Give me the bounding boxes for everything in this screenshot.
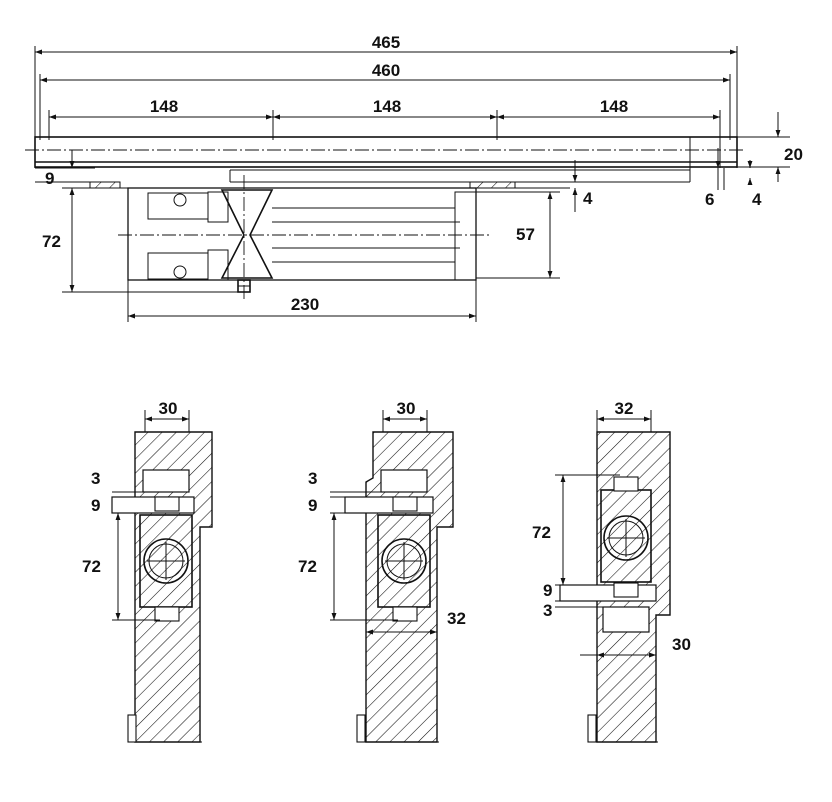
top-view: 465 460 148 148 148 20 6 4 9 (25, 33, 803, 322)
sec-b-width-top: 30 (397, 399, 416, 418)
dim-segment-right: 148 (600, 97, 628, 116)
dim-height-right: 20 (784, 145, 803, 164)
dim-overall-length: 465 (372, 33, 400, 52)
closer-body (127, 187, 477, 281)
sec-c-width-top: 32 (615, 399, 634, 418)
dim-mount-height: 57 (516, 225, 535, 244)
sec-b-body-height: 72 (298, 557, 317, 576)
dim-segment-left: 148 (150, 97, 178, 116)
dim-rail-length: 460 (372, 61, 400, 80)
sec-b-width-bottom: 32 (447, 609, 466, 628)
section-view-a: 30 3 9 72 (82, 399, 213, 743)
dim-end-offset-b: 4 (752, 190, 762, 209)
dim-offset-left: 9 (45, 169, 54, 188)
sec-b-gap: 3 (308, 469, 317, 488)
slide-rail (34, 136, 738, 168)
sec-c-offset: 9 (543, 581, 552, 600)
sec-a-body-height: 72 (82, 557, 101, 576)
dim-segment-middle: 148 (373, 97, 401, 116)
section-view-c: 32 72 9 3 30 (532, 399, 691, 743)
sec-a-gap: 3 (91, 469, 100, 488)
pinion-cam (220, 189, 274, 279)
sec-a-offset: 9 (91, 496, 100, 515)
sec-a-width-top: 30 (159, 399, 178, 418)
sec-c-body-height: 72 (532, 523, 551, 542)
sec-c-width-bottom: 30 (672, 635, 691, 654)
sec-b-offset: 9 (308, 496, 317, 515)
dim-gap-center: 4 (583, 189, 593, 208)
section-view-b: 30 3 9 72 32 (298, 399, 466, 743)
dim-body-height: 72 (42, 232, 61, 251)
dim-body-length: 230 (291, 295, 319, 314)
dim-end-offset-a: 6 (705, 190, 714, 209)
sec-c-gap: 3 (543, 601, 552, 620)
